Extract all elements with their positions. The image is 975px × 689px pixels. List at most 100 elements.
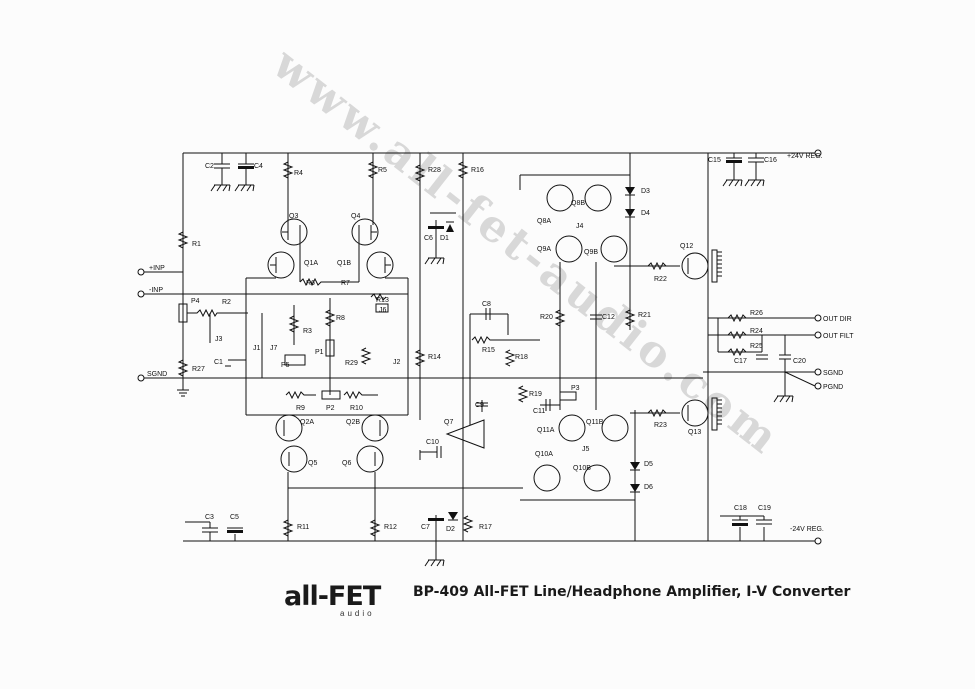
label-Q1A: Q1A [304,260,318,267]
label-C3: C3 [205,514,214,521]
label-R2: R2 [222,299,231,306]
label-C12: C12 [602,314,615,321]
label-C11: C11 [533,408,545,415]
out-dir-label: OUT DIR [823,316,852,323]
label-R5: R5 [378,167,387,174]
label-R22: R22 [654,276,667,283]
label-C15: C15 [708,157,721,164]
label-Q10B: Q10B [573,465,591,472]
label-Q9A: Q9A [537,246,551,253]
label-C7: C7 [421,524,430,531]
label-Q10A: Q10A [535,451,553,458]
label-R16: R16 [471,167,484,174]
label-R28: R28 [428,167,441,174]
label-D6: D6 [644,484,653,491]
label-C20: C20 [793,358,806,365]
label-Q11A: Q11A [537,427,555,434]
label-R19: R19 [529,391,542,398]
label-D3: D3 [641,188,650,195]
label-J2: J2 [393,359,401,366]
sgnd-left-label: SGND [147,371,167,378]
label-P1: P1 [315,349,324,356]
pgnd-label: PGND [823,384,843,391]
label-R15: R15 [482,347,495,354]
label-R20: R20 [540,314,553,321]
neg-reg-terminal [814,537,822,545]
label-C5: C5 [230,514,239,521]
label-R11: R11 [297,524,309,531]
label-R8: R8 [336,315,345,322]
label-Q8A: Q8A [537,218,551,225]
inp-pos-terminal [137,268,145,276]
label-C4: C4 [254,163,263,170]
sgnd-left-terminal [137,374,145,382]
brand-logo: all-FET audio [284,581,383,618]
label-R4: R4 [294,170,303,177]
label-R21: R21 [638,312,651,319]
label-D4: D4 [641,210,650,217]
label-J4: J4 [576,223,584,230]
label-R23: R23 [654,422,667,429]
label-Q5: Q5 [308,460,317,467]
watermark-text: www.all-fet-audio.com [262,38,790,466]
label-Q4: Q4 [351,213,360,220]
out-filt-terminal [814,331,822,339]
label-R17: R17 [479,524,492,531]
pos-reg-label: +24V REG. [787,153,823,160]
label-Q9B: Q9B [584,249,598,256]
label-R27: R27 [192,366,205,373]
label-P4: P4 [191,298,200,305]
label-C19: C19 [758,505,771,512]
label-J3: J3 [215,336,223,343]
label-J6: J6 [379,307,387,314]
label-C6: C6 [424,235,433,242]
label-R1: R1 [192,241,201,248]
schematic-title: BP-409 All-FET Line/Headphone Amplifier,… [413,584,851,600]
label-Q2B: Q2B [346,419,360,426]
neg-reg-label: -24V REG. [790,526,824,533]
label-D1: D1 [440,235,449,242]
label-J5: J5 [582,446,590,453]
label-C18: C18 [734,505,747,512]
logo-sub-text: audio [340,609,375,618]
label-R7: R7 [341,280,350,287]
pos-reg-terminal [814,149,822,157]
label-J1: J1 [253,345,261,352]
inp-neg-terminal [137,290,145,298]
sgnd-right-label: SGND [823,370,843,377]
label-Q6: Q6 [342,460,351,467]
label-C16: C16 [764,157,777,164]
pgnd-terminal [814,382,822,390]
inp-pos-label: +INP [149,265,165,272]
label-Q8B: Q8B [571,200,585,207]
label-C10: C10 [426,439,439,446]
label-Q2A: Q2A [300,419,314,426]
sgnd-right-terminal [814,368,822,376]
label-C1: C1 [214,359,223,366]
label-R25: R25 [750,343,763,350]
label-R12: R12 [384,524,397,531]
label-C2: C2 [205,163,214,170]
label-R26: R26 [750,310,763,317]
label-R14: R14 [428,354,441,361]
label-Q7: Q7 [444,419,453,426]
label-P3: P3 [571,385,580,392]
label-R6: R6 [306,280,315,287]
inp-neg-label: -INP [149,287,163,294]
label-D5: D5 [644,461,653,468]
label-C17: C17 [734,358,747,365]
logo-main-text: all-FET [284,581,382,612]
label-D2: D2 [446,526,455,533]
label-R3: R3 [303,328,312,335]
label-R29: R29 [345,360,358,367]
label-P2: P2 [326,405,335,412]
label-Q12: Q12 [680,243,693,250]
label-R10: R10 [350,405,363,412]
label-Q13: Q13 [688,429,701,436]
label-R9: R9 [296,405,305,412]
label-C9: C9 [475,402,484,409]
out-dir-terminal [814,314,822,322]
label-R13: R13 [376,297,389,304]
